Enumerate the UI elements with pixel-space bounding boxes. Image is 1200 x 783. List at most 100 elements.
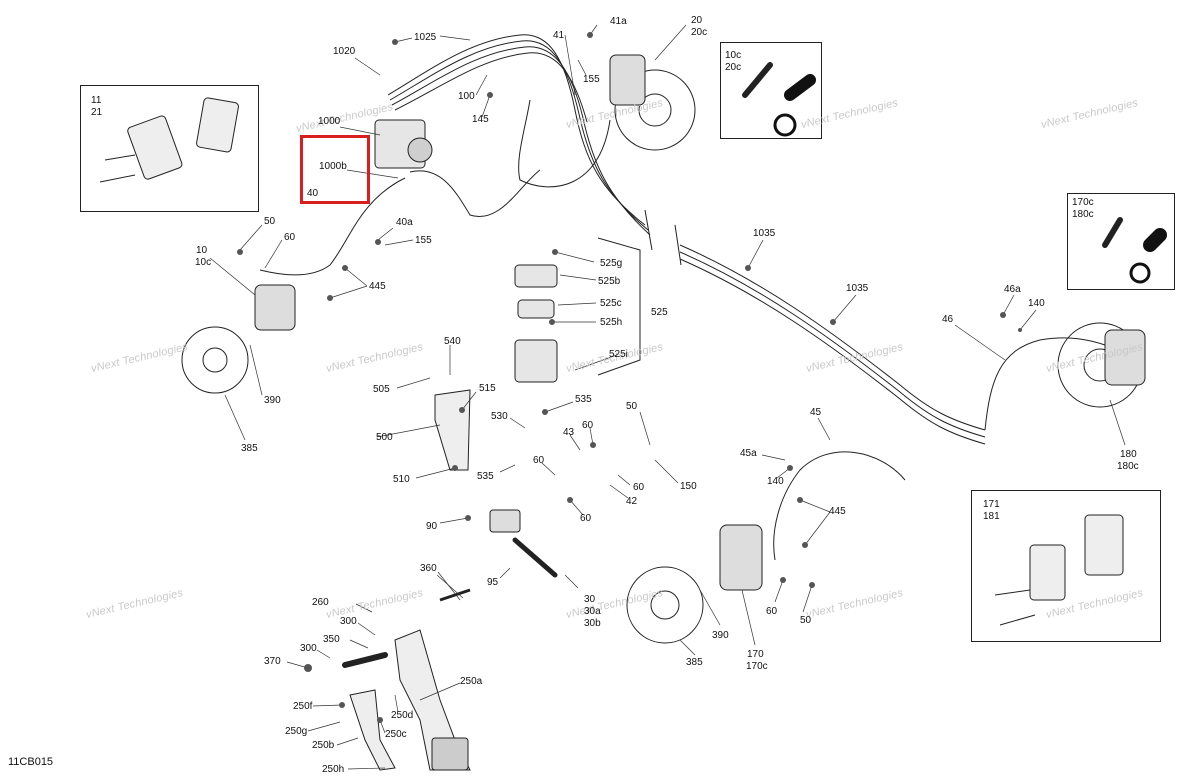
callout-100: 100	[458, 91, 475, 102]
callout-leaders	[209, 24, 1126, 770]
callout-50: 50	[800, 615, 812, 626]
rear-disc-lower	[626, 566, 704, 644]
callout-45a: 45a	[740, 448, 757, 459]
pushrod-assembly	[489, 509, 558, 578]
callout-171: 171	[983, 499, 1000, 510]
callout-250h: 250h	[322, 764, 345, 775]
callout-1000b: 1000b	[319, 161, 347, 172]
figure-id: 11CB015	[8, 756, 54, 768]
brake-line-main-1	[387, 34, 646, 226]
callout-150: 150	[680, 481, 697, 492]
fastener-dots	[237, 32, 1022, 723]
brake-line-main-3	[391, 46, 651, 236]
callout-60: 60	[582, 420, 594, 431]
callout-180c: 180c	[1117, 461, 1139, 472]
brake-pedal	[394, 629, 471, 771]
callout-445: 445	[369, 281, 386, 292]
callout-1025: 1025	[414, 32, 437, 43]
callout-250d: 250d	[391, 710, 414, 721]
pedal-pivot-shaft	[342, 588, 471, 668]
callout-155: 155	[415, 235, 432, 246]
callout-300: 300	[300, 643, 317, 654]
callout-30a: 30a	[584, 606, 601, 617]
callout-500: 500	[376, 432, 393, 443]
callout-11: 11	[91, 95, 102, 106]
callout-445: 445	[829, 506, 846, 517]
callout-510: 510	[393, 474, 410, 485]
callout-540: 540	[444, 336, 461, 347]
callout-1020: 1020	[333, 46, 356, 57]
callout-20c-inset: 20c	[725, 62, 742, 73]
front-right-disc	[614, 69, 696, 151]
callout-390: 390	[712, 630, 729, 641]
callout-525i: 525i	[609, 349, 628, 360]
brake-line-rear-1	[679, 244, 986, 431]
callout-525g: 525g	[600, 258, 623, 269]
bracket-500	[434, 389, 471, 471]
callout-530: 530	[491, 411, 508, 422]
pedal-lever-250b	[349, 689, 396, 771]
callout-50: 50	[626, 401, 638, 412]
rear-right-caliper	[1104, 329, 1146, 386]
front-left-disc	[181, 326, 249, 394]
callout-10c: 10c	[195, 257, 212, 268]
callout-30b: 30b	[584, 618, 601, 629]
brake-line-rear-2	[679, 251, 986, 438]
brake-line-rear-3	[679, 258, 986, 445]
callout-170c-inset: 170c	[1072, 197, 1094, 208]
callout-250a: 250a	[460, 676, 483, 687]
brake-line-45	[773, 451, 906, 561]
callout-535: 535	[575, 394, 592, 405]
callout-250g: 250g	[285, 726, 308, 737]
front-right-caliper	[609, 54, 646, 106]
callout-43: 43	[563, 427, 575, 438]
callout-360: 360	[420, 563, 437, 574]
callout-250b: 250b	[312, 740, 335, 751]
abs-module	[374, 119, 433, 169]
callout-10: 10	[196, 245, 208, 256]
callout-60: 60	[580, 513, 592, 524]
callout-170: 170	[747, 649, 764, 660]
callout-370: 370	[264, 656, 281, 667]
callout-525b: 525b	[598, 276, 621, 287]
brake-line-front-right	[518, 99, 611, 188]
inset-box-bleeder-front	[720, 42, 822, 139]
callout-250f: 250f	[293, 701, 313, 712]
inset-11-21-pads	[99, 97, 239, 183]
brake-line-front-left	[259, 177, 406, 276]
callout-385: 385	[686, 657, 703, 668]
callout-180: 180	[1120, 449, 1137, 460]
callout-40: 40	[307, 188, 319, 199]
callout-385: 385	[241, 443, 258, 454]
callout-20: 20	[691, 15, 703, 26]
callout-260: 260	[312, 597, 329, 608]
callout-525h: 525h	[600, 317, 623, 328]
callout-1035: 1035	[846, 283, 869, 294]
callout-390: 390	[264, 395, 281, 406]
rear-caliper-lower	[719, 524, 763, 591]
callout-145: 145	[472, 114, 489, 125]
inset-170c-180c-bleeder	[1102, 217, 1167, 284]
callout-60: 60	[766, 606, 778, 617]
callout-50: 50	[264, 216, 276, 227]
brake-line-main-2	[389, 40, 649, 231]
master-cylinder	[514, 264, 558, 383]
highlight-box-1000b	[300, 135, 370, 204]
callout-300: 300	[340, 616, 357, 627]
inset-box-pads-front	[80, 85, 259, 212]
callout-140: 140	[767, 476, 784, 487]
callout-21: 21	[91, 107, 103, 118]
callout-95: 95	[487, 577, 499, 588]
callout-155: 155	[583, 74, 600, 85]
callout-515: 515	[479, 383, 496, 394]
brake-line-abs-out	[409, 169, 541, 218]
inset-box-pads-rear	[971, 490, 1161, 642]
callout-1000: 1000	[318, 116, 341, 127]
callout-46: 46	[942, 314, 954, 325]
callout-140: 140	[1028, 298, 1045, 309]
callout-46a: 46a	[1004, 284, 1021, 295]
inset-171-181-pads	[994, 514, 1124, 626]
inset-box-bleeder-rear	[1067, 193, 1175, 290]
